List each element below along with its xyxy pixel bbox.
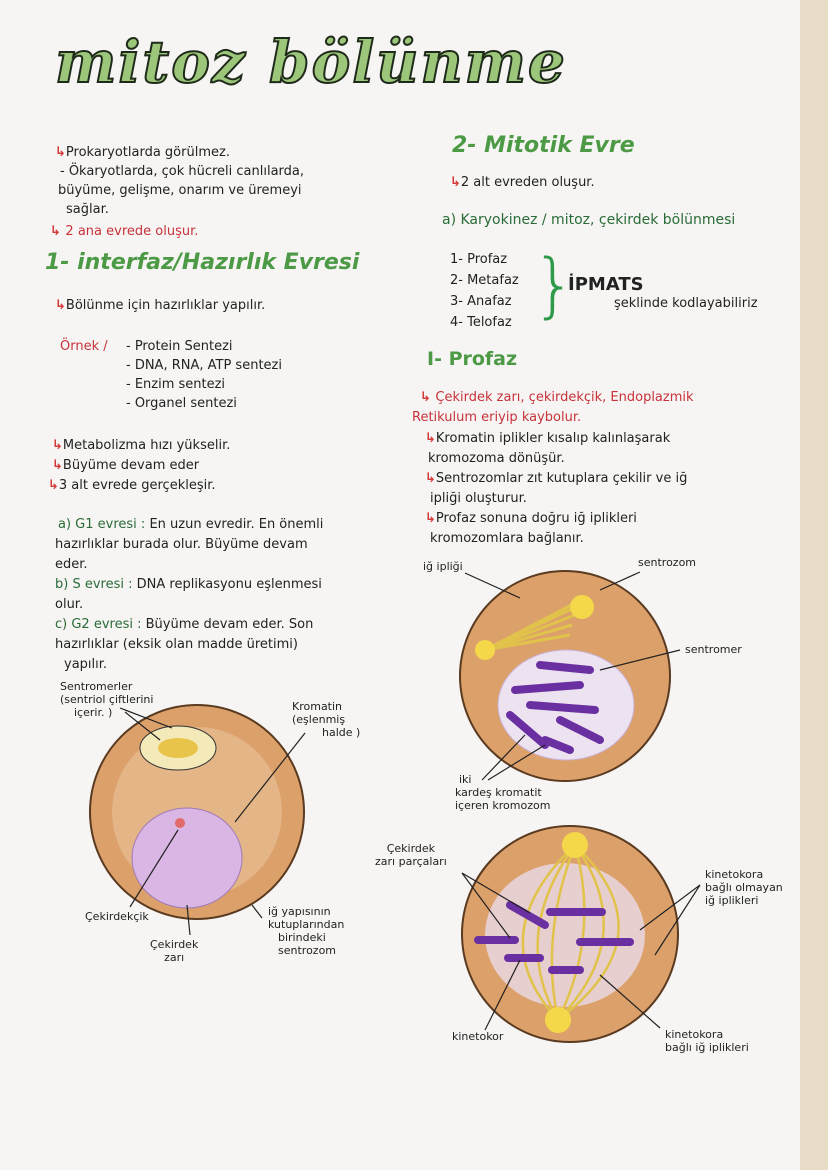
bullet: ↳3 alt evrede gerçekleşir. bbox=[48, 478, 216, 493]
interphase-cell bbox=[89, 704, 306, 936]
g1-text: eder. bbox=[55, 557, 88, 572]
bullet: ↳Metabolizma hızı yükselir. bbox=[52, 438, 231, 453]
g1-text: hazırlıklar burada olur. Büyüme devam bbox=[55, 537, 308, 552]
brace: } bbox=[532, 244, 577, 326]
profaz-point: ↳Sentrozomlar zıt kutuplara çekilir ve i… bbox=[425, 471, 688, 486]
profaz-heading: I- Profaz bbox=[427, 348, 518, 370]
phase-item: 3- Anafaz bbox=[450, 294, 512, 309]
g2-line: c) G2 evresi : Büyüme devam eder. Son bbox=[55, 617, 314, 632]
mitotik-heading: 2- Mitotik Evre bbox=[452, 133, 635, 158]
profaz-red-1: ↳ Çekirdek zarı, çekirdekçik, Endoplazmi… bbox=[420, 390, 694, 405]
bullet: ↳Büyüme devam eder bbox=[52, 458, 200, 473]
intro-line-5: ↳ 2 ana evrede oluşur. bbox=[50, 224, 199, 239]
profaz-point: kromozoma dönüşür. bbox=[428, 451, 565, 466]
intro-line-2: - Ökaryotlarda, çok hücreli canlılarda, bbox=[60, 164, 305, 179]
intro-line-1: ↳Prokaryotlarda görülmez. bbox=[55, 145, 230, 160]
s-line: b) S evresi : DNA replikasyonu eşlenmesi bbox=[55, 577, 322, 592]
ornek-item: - Enzim sentezi bbox=[126, 377, 226, 392]
interfaz-note: ↳Bölünme için hazırlıklar yapılır. bbox=[55, 298, 266, 313]
intro-line-3: büyüme, gelişme, onarım ve üremeyi bbox=[58, 183, 302, 198]
g2-text: hazırlıklar (eksik olan madde üretimi) bbox=[55, 637, 298, 652]
interfaz-heading: 1- interfaz/Hazırlık Evresi bbox=[45, 250, 360, 275]
ornek-item: - Organel sentezi bbox=[126, 396, 237, 411]
label-sentrozom: sentrozom bbox=[638, 556, 697, 569]
ornek-label: Örnek / bbox=[60, 339, 108, 354]
metaphase-cell bbox=[461, 825, 701, 1043]
intro-line-4: sağlar. bbox=[66, 202, 109, 217]
label-cekirdekcik: Çekirdekçik bbox=[85, 910, 149, 923]
background-edge bbox=[800, 0, 828, 1170]
label-ig-ipligi: iğ ipliği bbox=[423, 560, 463, 573]
ornek-item: - DNA, RNA, ATP sentezi bbox=[126, 358, 282, 373]
s-text: olur. bbox=[55, 597, 84, 612]
phase-item: 2- Metafaz bbox=[450, 273, 519, 288]
mitotik-note: ↳2 alt evreden oluşur. bbox=[450, 175, 595, 190]
label-kinetokor: kinetokor bbox=[452, 1030, 504, 1043]
phase-item: 4- Telofaz bbox=[450, 315, 512, 330]
profaz-point: kromozomlara bağlanır. bbox=[430, 531, 584, 546]
karyokinez: a) Karyokinez / mitoz, çekirdek bölünmes… bbox=[442, 212, 736, 228]
g2-text: yapılır. bbox=[64, 657, 108, 672]
label-sentromer: sentromer bbox=[685, 643, 742, 656]
mnemonic-note: şeklinde kodlayabiliriz bbox=[614, 296, 758, 311]
prophase-cell bbox=[459, 570, 681, 782]
profaz-point: ↳Kromatin iplikler kısalıp kalınlaşarak bbox=[425, 431, 671, 446]
g1-line: a) G1 evresi : En uzun evredir. En öneml… bbox=[58, 517, 324, 532]
mnemonic: İPMATS bbox=[568, 274, 644, 295]
profaz-red-2: Retikulum eriyip kaybolur. bbox=[412, 410, 582, 425]
profaz-point: ↳Profaz sonuna doğru iğ iplikleri bbox=[425, 511, 637, 526]
profaz-point: ipliği oluşturur. bbox=[430, 491, 527, 506]
ornek-item: - Protein Sentezi bbox=[126, 339, 233, 354]
page-title: mitoz bölünme bbox=[54, 27, 567, 97]
phase-item: 1- Profaz bbox=[450, 252, 508, 267]
